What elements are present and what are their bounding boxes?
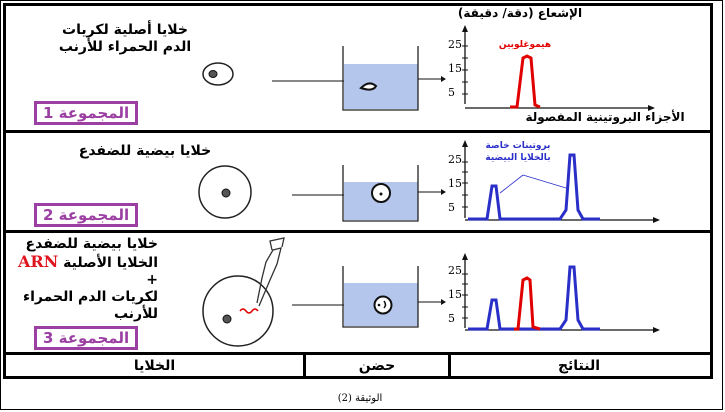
- incubation-column-header: حضن: [358, 358, 396, 374]
- y-tick-15: 15: [448, 62, 462, 75]
- red-blood-cell-icon: [202, 62, 234, 86]
- chart-group2: [462, 140, 660, 223]
- micropipette-icon: [256, 237, 285, 307]
- group2-label: المجموعة 2: [43, 206, 130, 224]
- chart1-y-ticks: 25 15 5: [448, 39, 462, 99]
- column-divider-2: [448, 352, 451, 377]
- beaker-icon: [342, 266, 419, 328]
- frog-oocyte-icon: [198, 165, 252, 219]
- chart-group1: [462, 25, 655, 111]
- group3-description: خلايا بيضية للضفدع الخلايا الأصلية ARN +…: [8, 236, 158, 323]
- y-tick-25: 25: [448, 264, 462, 277]
- group1-description: خلايا أصلية لكريات الدم الحمراء للأرنب: [30, 22, 220, 56]
- cells-column-header: الخلايا: [133, 358, 176, 374]
- y-tick-15: 15: [448, 177, 462, 190]
- chart2-y-ticks: 25 15 5: [448, 154, 462, 214]
- document-caption: الوثيقة (2): [337, 393, 383, 404]
- group3-label: المجموعة 3: [43, 329, 130, 347]
- group3-desc-line2: الخلايا الأصلية ARN +: [8, 253, 158, 289]
- beaker-icon: [342, 165, 419, 222]
- beaker-icon: [342, 46, 419, 111]
- y-tick-5: 5: [448, 86, 455, 99]
- group1-label-box: المجموعة 1: [34, 101, 139, 125]
- chart3-y-ticks: 25 15 5: [448, 265, 462, 325]
- experiment-table: [3, 3, 713, 379]
- group3-desc-line1: خلايا بيضية للضفدع: [25, 236, 158, 252]
- group1-label: المجموعة 1: [43, 104, 130, 122]
- y-tick-5: 5: [448, 312, 455, 325]
- group3-label-box: المجموعة 3: [34, 326, 139, 350]
- y-tick-5: 5: [448, 201, 455, 214]
- y-tick-25: 25: [448, 38, 462, 51]
- row-divider-footer: [3, 352, 710, 355]
- oocyte-label-line2: بالخلايا البيضية: [485, 153, 551, 163]
- group1-desc-line2: الدم الحمراء للأرنب: [58, 39, 192, 55]
- hemoglobin-peak-label: هيموغلوبين: [498, 40, 552, 50]
- column-divider-1: [303, 352, 306, 377]
- results-column-header: النتائج: [557, 358, 601, 374]
- chart-group3: [462, 253, 660, 333]
- group3-desc-line3: لكريات الدم الحمراء للأرنب: [22, 289, 158, 322]
- row-divider-2: [3, 230, 710, 233]
- y-axis-label: الإشعاع (دقة/ دقيقة): [457, 6, 583, 20]
- row-divider-1: [3, 130, 710, 133]
- injected-oocyte-icon: [202, 275, 274, 347]
- oocyte-label-line1: بروتينات خاصة: [485, 141, 551, 151]
- group2-label-box: المجموعة 2: [34, 203, 139, 227]
- group1-desc-line1: خلايا أصلية لكريات: [62, 22, 188, 38]
- group2-description: خلايا بيضية للضفدع: [78, 143, 212, 159]
- x-axis-label: الأجزاء البروتينية المفصولة: [525, 110, 685, 124]
- y-tick-25: 25: [448, 153, 462, 166]
- oocyte-proteins-label: بروتينات خاصة بالخلايا البيضية: [468, 140, 568, 164]
- y-tick-15: 15: [448, 288, 462, 301]
- plus-sign: +: [146, 272, 158, 288]
- arn-label: ARN: [17, 252, 59, 271]
- group3-desc-original: الخلايا الأصلية: [63, 255, 158, 271]
